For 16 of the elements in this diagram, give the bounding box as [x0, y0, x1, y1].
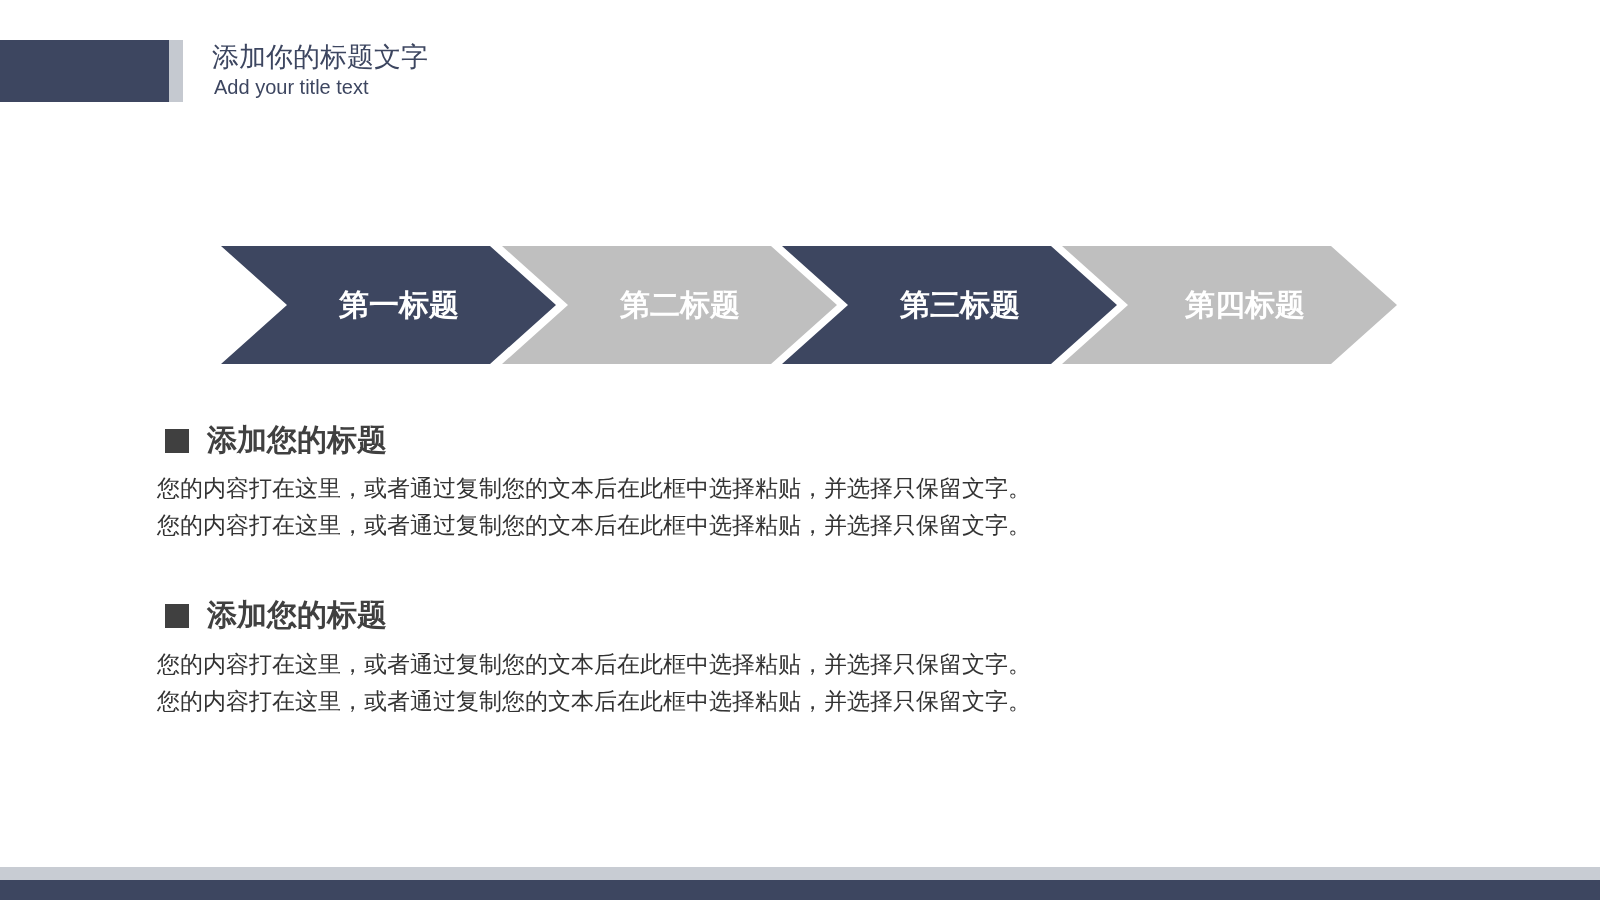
section-heading: 添加您的标题 — [207, 422, 387, 458]
slide-title: 添加你的标题文字 — [212, 41, 428, 74]
section-heading: 添加您的标题 — [207, 597, 387, 633]
step-title: 第三标题 — [900, 287, 1020, 323]
body-text: 您的内容打在这里，或者通过复制您的文本后在此框中选择粘贴，并选择只保留文字。 — [157, 650, 1031, 678]
chevron-step — [502, 246, 837, 364]
step-title: 第一标题 — [339, 287, 459, 323]
step-title: 第二标题 — [620, 287, 740, 323]
chevron-step — [1062, 246, 1397, 364]
subtitle: Add your title text — [214, 75, 369, 99]
body-text: 您的内容打在这里，或者通过复制您的文本后在此框中选择粘贴，并选择只保留文字。 — [157, 687, 1031, 715]
chevron-step — [221, 246, 556, 364]
body-text: 您的内容打在这里，或者通过复制您的文本后在此框中选择粘贴，并选择只保留文字。 — [157, 511, 1031, 539]
body-text: 您的内容打在这里，或者通过复制您的文本后在此框中选择粘贴，并选择只保留文字。 — [157, 474, 1031, 502]
step-title: 第四标题 — [1185, 287, 1305, 323]
chevron-step — [782, 246, 1117, 364]
